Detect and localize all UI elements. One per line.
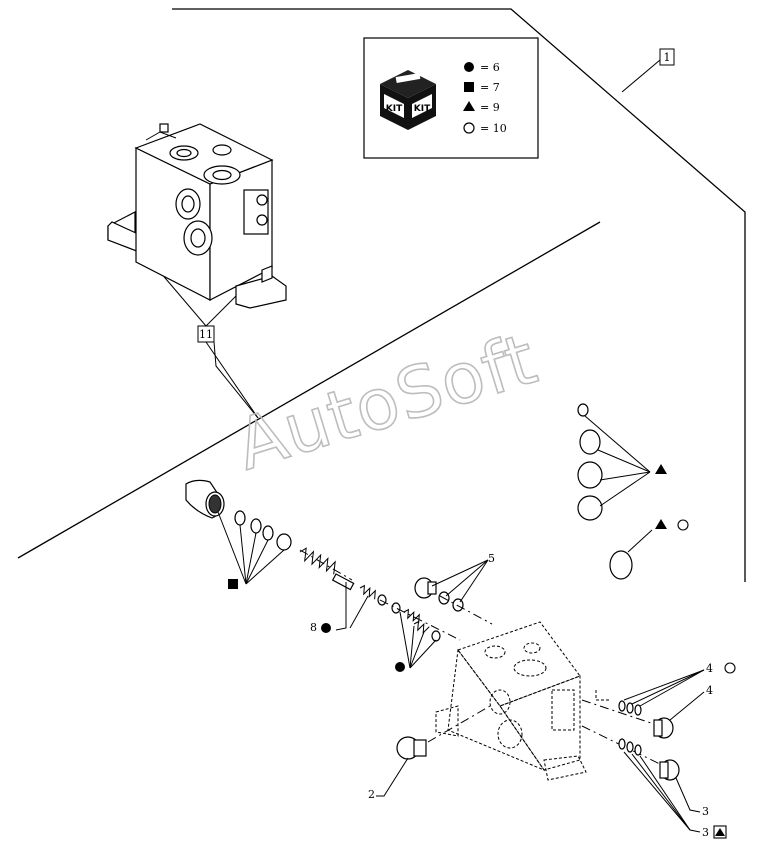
callout-11: 11 — [159, 271, 259, 419]
plug-4: 4 4 — [581, 662, 736, 739]
legend-box: KIT KIT = 6 = 7 = 9 = 10 — [363, 37, 539, 159]
legend-filled-square-icon — [464, 82, 474, 92]
watermark: AutoSoft — [226, 317, 547, 487]
legend-entry-9: = 9 — [480, 101, 500, 114]
plug-3: 3 3 — [581, 725, 727, 839]
label-3b: 3 — [702, 826, 709, 839]
label-2: 2 — [368, 788, 375, 801]
kit9-triangle-icon — [655, 464, 667, 474]
o-ring-large — [609, 519, 689, 580]
watermark-text: AutoSoft — [227, 318, 546, 487]
callout-11-text: 11 — [199, 328, 213, 341]
kit7-square-icon — [228, 579, 238, 589]
legend-entry-7: = 7 — [480, 81, 500, 94]
kit10-open-circle-icon — [677, 519, 689, 531]
check-valve-parts — [377, 594, 461, 672]
plug-5: 5 — [414, 552, 495, 625]
label-3a: 3 — [702, 805, 709, 818]
legend-open-circle-icon — [463, 122, 475, 134]
frame-lines — [17, 8, 746, 582]
plug-2: 2 — [368, 705, 491, 801]
legend-filled-circle-icon — [464, 62, 474, 72]
legend-entry-6: = 6 — [480, 61, 500, 74]
kit-box-icon: KIT KIT — [380, 70, 436, 130]
kit10-open-circle-icon-2 — [724, 662, 736, 674]
kit-left-text: KIT — [386, 104, 403, 114]
kit6-circle-icon — [321, 623, 331, 633]
valve-section-assembly — [107, 123, 287, 309]
kit-right-text: KIT — [414, 104, 431, 114]
label-4b: 4 — [706, 684, 713, 697]
legend-entry-10: = 10 — [480, 122, 507, 135]
label-8: 8 — [310, 621, 317, 634]
kit9-triangle-icon-2 — [655, 519, 667, 529]
label-5: 5 — [488, 552, 495, 565]
callout-1: 1 — [659, 48, 675, 66]
label-4a: 4 — [706, 662, 713, 675]
plug-cap-assembly: 8 — [185, 479, 376, 634]
kit6-circle-icon-2 — [395, 662, 405, 672]
callout-1-text: 1 — [664, 51, 671, 64]
valve-body-phantom — [435, 621, 587, 781]
o-ring-set-9 — [577, 403, 667, 521]
legend-filled-triangle-icon — [463, 101, 475, 111]
